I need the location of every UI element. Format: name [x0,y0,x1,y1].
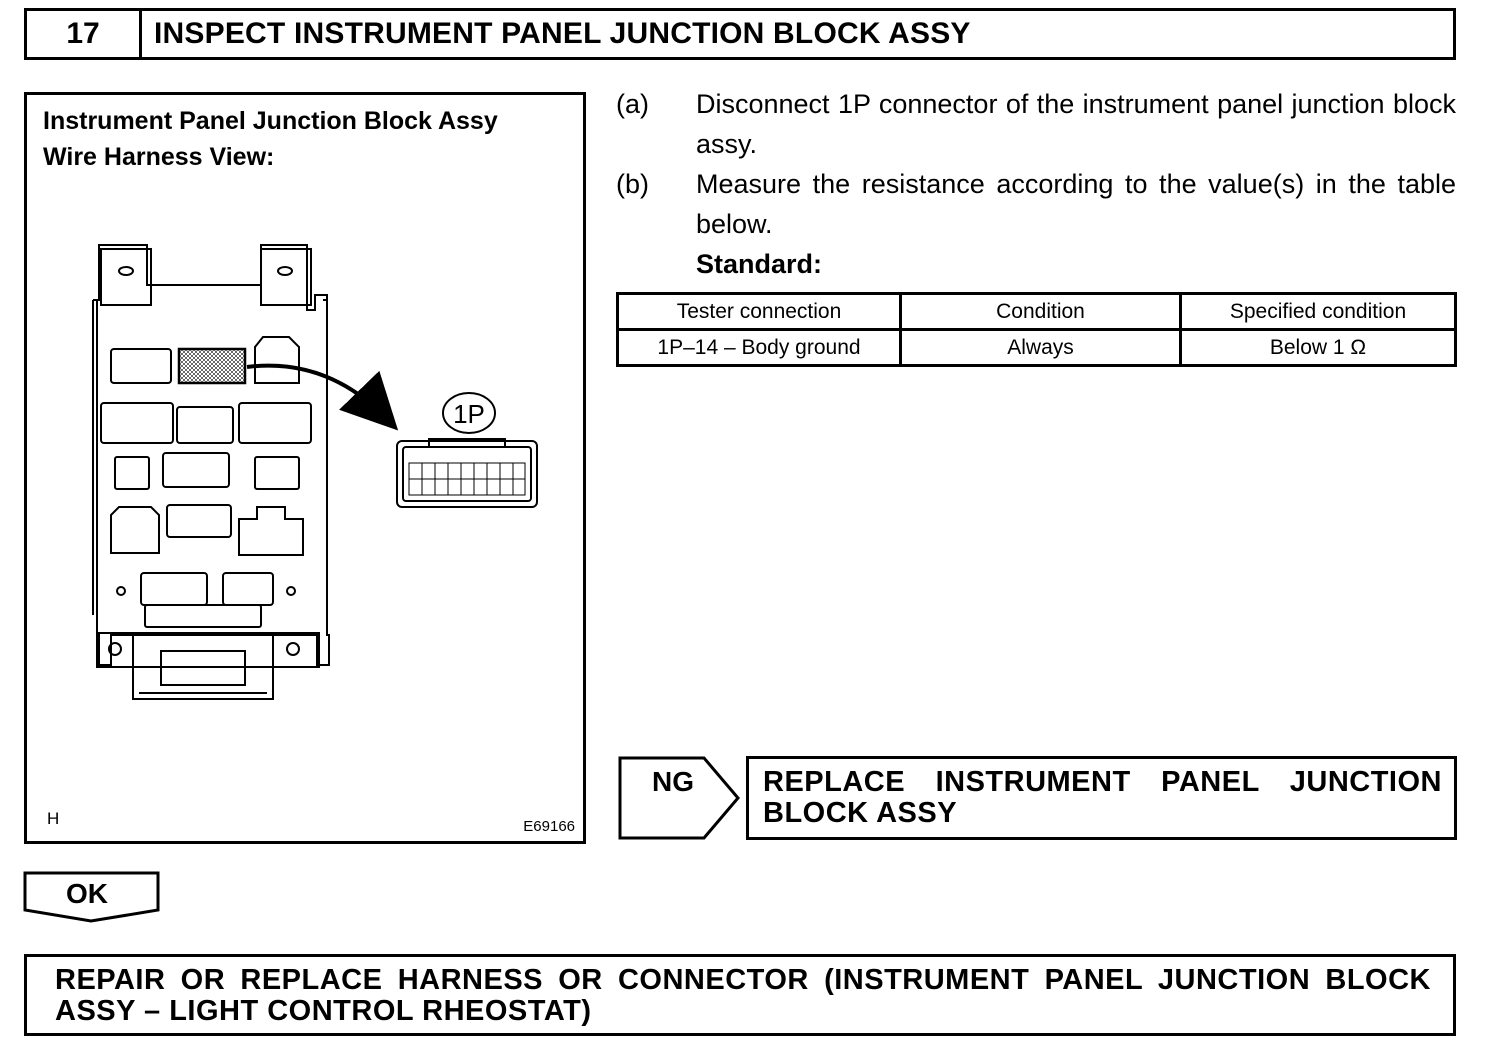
ok-arrow-box [23,871,160,923]
pointer-arrow [246,363,399,431]
table-header-row: Tester connection Condition Specified co… [616,292,1457,331]
figure-box: 1P Instrument Panel Junction Block Assy … [24,92,586,844]
step-b-label: (b) [616,169,649,199]
connector-1p-face [396,438,538,508]
standard-label: Standard: [696,249,823,279]
mount-tab-left [100,248,152,306]
connector-label: 1P [453,399,485,429]
step-a-label: (a) [616,89,649,119]
table-cell: Below 1 Ω [1179,328,1457,367]
table-row: 1P–14 – Body ground Always Below 1 Ω [616,328,1457,367]
table-cell: 1P–14 – Body ground [616,328,902,367]
step-header: 17 INSPECT INSTRUMENT PANEL JUNCTION BLO… [24,8,1456,60]
connector-1p-location [177,347,247,385]
ng-label: NG [652,766,694,797]
step-number: 17 [27,11,142,57]
junction-block-diagram: 1P [92,244,538,700]
step-a-text: Disconnect 1P connector of the instrumen… [696,89,1456,159]
ok-label: OK [66,878,108,909]
ng-arrow-box [618,756,740,840]
table-cell: Always [899,328,1182,367]
ng-result-box: REPLACE INSTRUMENT PANEL JUNCTION BLOCK … [746,756,1457,840]
table-header: Condition [899,292,1182,331]
junction-block-body [96,244,330,666]
bottom-mount [96,632,320,668]
table-header: Tester connection [616,292,902,331]
spec-table: Tester connection Condition Specified co… [616,292,1457,367]
step-title: INSPECT INSTRUMENT PANEL JUNCTION BLOCK … [154,17,971,50]
socket-row4-left [110,506,160,554]
figure-title: Instrument Panel Junction Block Assy Wir… [43,107,498,171]
step-b-text: Measure the resistance according to the … [696,169,1456,239]
figure-code: E69166 [523,818,575,835]
table-header: Specified condition [1179,292,1457,331]
mount-tab-right [260,248,312,306]
view-side-label: H [47,809,60,828]
ok-result-box: REPAIR OR REPLACE HARNESS OR CONNECTOR (… [24,954,1456,1036]
